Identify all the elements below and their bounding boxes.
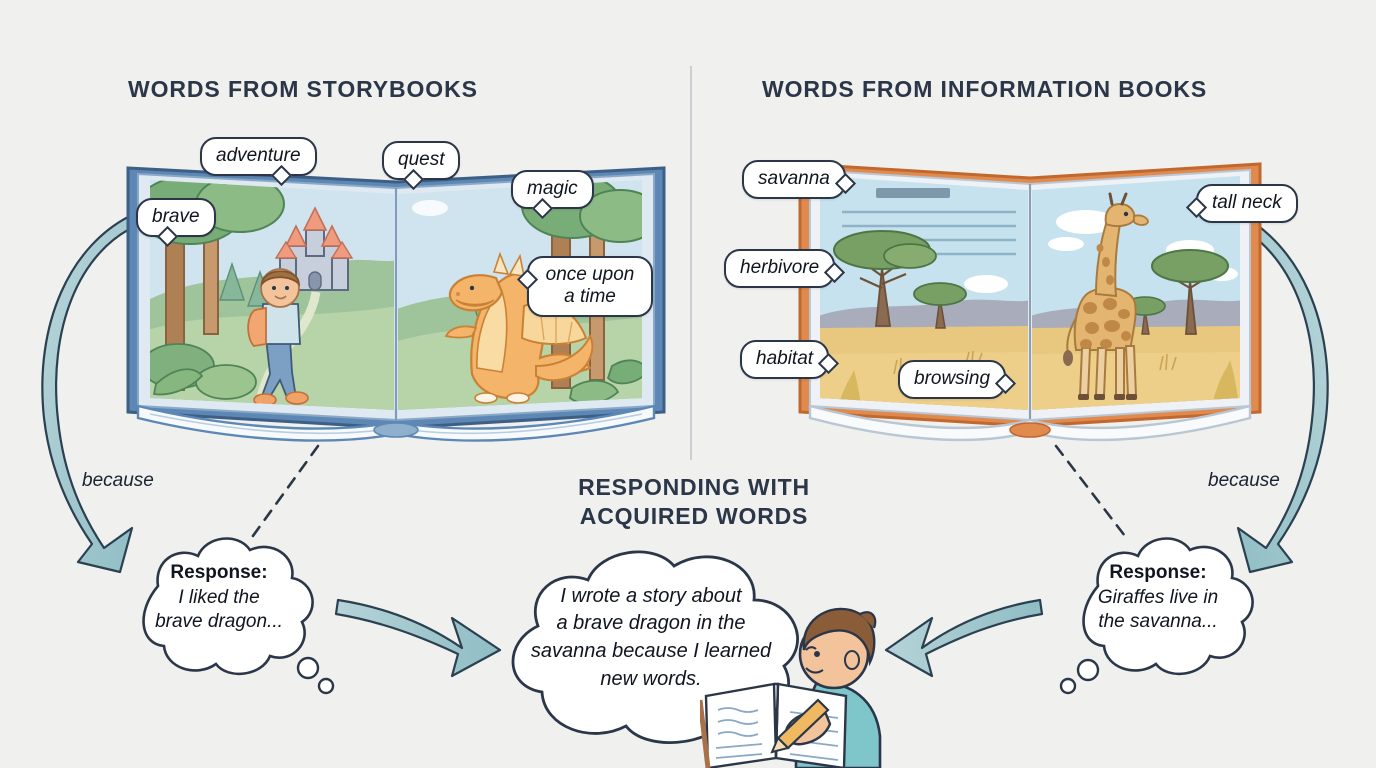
dashed-line-left — [248, 444, 320, 542]
giraffe — [1063, 192, 1149, 400]
word-label: tall neck — [1212, 192, 1282, 213]
word-label: once upon — [545, 264, 635, 285]
word-bubble-herbivore[interactable]: herbivore — [724, 249, 846, 289]
vertical-divider — [690, 66, 692, 460]
response-cloud-left[interactable]: Response: I liked the brave dragon... — [96, 520, 346, 700]
acacia-tree — [833, 230, 937, 327]
dashed-line-right — [1054, 444, 1130, 542]
center-title-line2: Acquired Words — [579, 503, 809, 530]
word-label: magic — [527, 178, 578, 199]
word-bubble-once-upon-a-time[interactable]: once upon a time — [516, 256, 653, 318]
word-bubble-browsing[interactable]: browsing — [898, 360, 1017, 400]
arrow-left-curved — [41, 212, 142, 574]
section-title-information: Words from Information Books — [762, 76, 1208, 102]
word-label: brave — [152, 206, 200, 227]
word-bubble-adventure[interactable]: adventure — [200, 137, 317, 187]
word-bubble-tall-neck[interactable]: tall neck — [1185, 184, 1298, 224]
arrow-right-to-center — [884, 598, 1044, 678]
arrow-left-to-center — [334, 598, 502, 678]
section-title-storybooks: Words from Storybooks — [128, 76, 478, 102]
because-label-left: because — [82, 470, 154, 491]
response-cloud-right[interactable]: Response: Giraffes live in the savanna..… — [1036, 520, 1288, 700]
because-label-right: because — [1208, 470, 1280, 491]
word-label: savanna — [758, 168, 830, 189]
word-label: adventure — [216, 145, 301, 166]
arrow-right-curved — [1228, 210, 1329, 574]
child-writing-illustration — [700, 588, 900, 768]
dragon — [444, 251, 594, 404]
center-title-line1: Responding with — [578, 474, 810, 500]
word-label: quest — [398, 149, 445, 170]
word-bubble-quest[interactable]: quest — [382, 141, 461, 191]
storybook-boy — [247, 268, 309, 407]
word-bubble-brave[interactable]: brave — [136, 198, 216, 248]
word-label: habitat — [756, 348, 814, 369]
word-label: herbivore — [740, 257, 820, 278]
word-bubble-savanna[interactable]: savanna — [742, 160, 856, 200]
word-bubble-magic[interactable]: magic — [511, 170, 594, 220]
word-bubble-habitat[interactable]: habitat — [740, 340, 840, 380]
word-label-line2: a time — [564, 286, 616, 308]
word-label: browsing — [914, 368, 991, 389]
section-title-responding: Responding with Acquired Words — [544, 473, 844, 532]
